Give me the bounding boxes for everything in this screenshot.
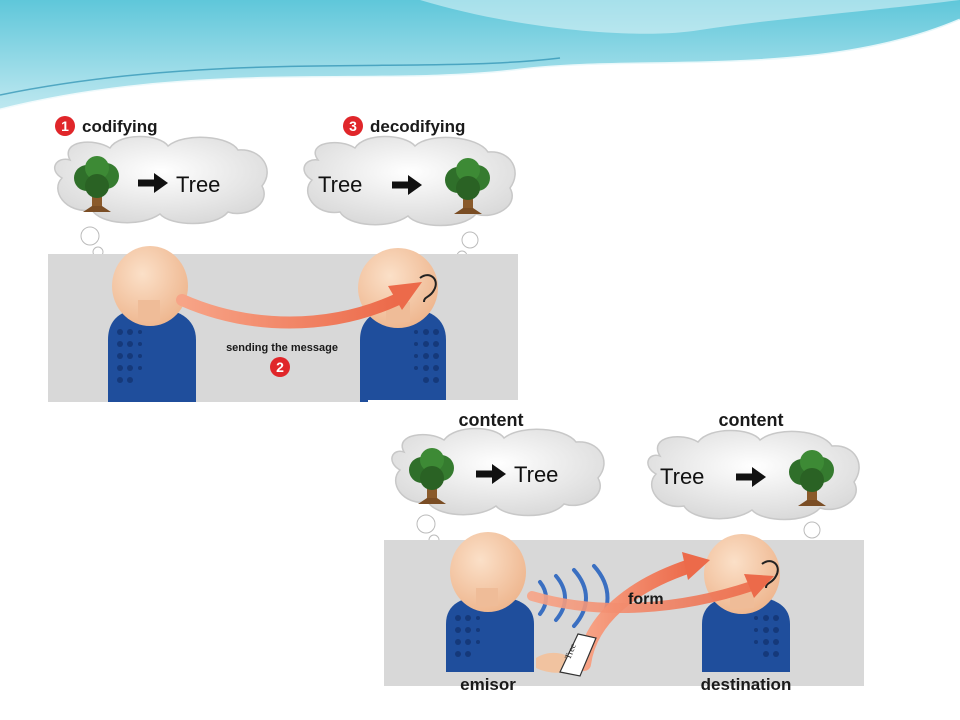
step1-label: codifying xyxy=(82,117,158,136)
emisor-label: emisor xyxy=(460,675,516,694)
content-label-right: content xyxy=(719,410,784,430)
step2-badge xyxy=(270,357,290,377)
sending-message-label: sending the message xyxy=(226,342,338,354)
step3-badge xyxy=(343,116,363,136)
bubble-left-word: Tree xyxy=(176,172,220,197)
step1-badge xyxy=(55,116,75,136)
step1-number: 1 xyxy=(61,118,69,134)
person-destination xyxy=(702,534,790,672)
person-emisor xyxy=(446,532,572,673)
thought-bubble-right: Tree xyxy=(303,135,516,270)
paper-note: Tree xyxy=(559,633,597,677)
diagram-codifying-decodifying: 1 codifying 3 decodifying Tree Tree xyxy=(46,108,534,403)
form-arrow-spoken xyxy=(527,581,757,613)
person-sender xyxy=(108,246,196,402)
content-label-left: content xyxy=(459,410,524,430)
bubble-left-word: Tree xyxy=(514,462,558,487)
header-swoosh xyxy=(0,0,960,112)
diagram-content-form: content content Tree Tree xyxy=(368,400,880,702)
bubble-right-word: Tree xyxy=(660,464,704,489)
form-label: form xyxy=(628,591,664,608)
message-arrow xyxy=(176,294,402,329)
destination-label: destination xyxy=(701,675,792,694)
person-receiver xyxy=(358,248,446,402)
step3-label: decodifying xyxy=(370,117,465,136)
bubble-right-word: Tree xyxy=(318,172,362,197)
step2-number: 2 xyxy=(276,359,284,375)
ear-icon xyxy=(761,560,779,589)
ear-icon xyxy=(419,274,437,303)
thought-bubble-left: Tree xyxy=(53,135,268,266)
step3-number: 3 xyxy=(349,118,357,134)
